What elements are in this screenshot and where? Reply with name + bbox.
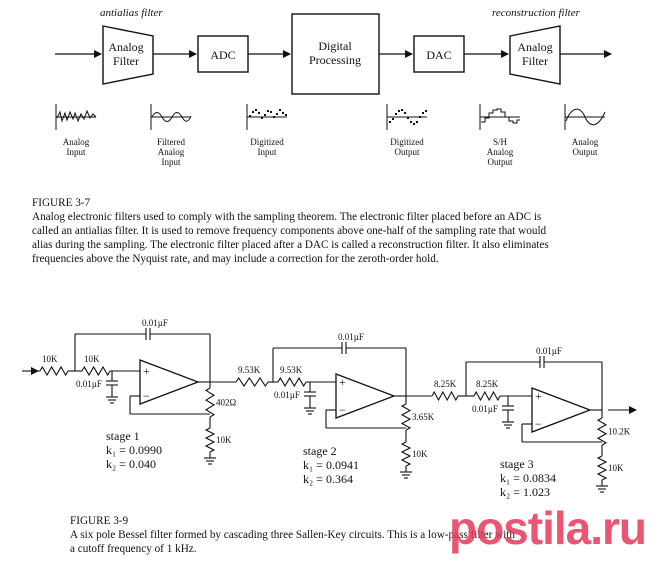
- r2-value: 10K: [84, 354, 100, 364]
- figure-3-7-line-3: alias during the sampling. The electroni…: [32, 239, 549, 251]
- figure-3-9-caption: FIGURE 3-9 A six pole Bessel filter form…: [70, 514, 515, 556]
- dac-text: DAC: [426, 48, 451, 62]
- figure-3-7-line-1: Analog electronic filters used to comply…: [32, 211, 542, 223]
- figure-3-9-line-2: a cutoff frequency of 1 kHz.: [70, 543, 197, 555]
- figure-3-9-line-1: A six pole Bessel filter formed by casca…: [70, 529, 516, 541]
- signal-label-analog-out-2: Output: [572, 147, 598, 157]
- antialias-filter-block: [102, 25, 154, 85]
- resistor-divider-bottom: [400, 441, 412, 467]
- resistor-divider-top: [596, 417, 608, 446]
- stage-k2: k₂ = 0.040: [106, 457, 156, 471]
- stage-title: stage 3: [500, 457, 534, 471]
- analog-output-waveform: [564, 104, 606, 130]
- divider-bottom-value: 10K: [608, 463, 624, 473]
- signal-label-digitized-out-1: Digitized: [390, 137, 424, 147]
- figure-3-7-number: FIGURE 3-7: [32, 197, 91, 209]
- resistor-divider-top: [204, 387, 216, 418]
- divider-top-value: 10.2K: [608, 427, 631, 437]
- stage-k1: k₁ = 0.0941: [303, 458, 359, 472]
- r2-value: 9.53K: [280, 365, 303, 375]
- resistor-divider-top: [400, 403, 412, 431]
- sh-output-waveform: [479, 104, 520, 130]
- stage-k1: k₁ = 0.0990: [106, 443, 162, 457]
- op-amp-plus: +: [143, 364, 150, 378]
- ground-cap-value: 0.01µF: [274, 390, 300, 400]
- waveform-thumbnails: [55, 104, 606, 130]
- op-amp-plus: +: [535, 389, 542, 403]
- processing-text-2: Processing: [309, 53, 361, 67]
- signal-label-digitized-in-1: Digitized: [250, 137, 284, 147]
- resistor-r2: [473, 390, 501, 402]
- ground-cap-value: 0.01µF: [76, 379, 102, 389]
- op-amp-minus: −: [535, 417, 542, 431]
- watermark-logo: postila.ru: [448, 502, 647, 554]
- signal-label-digitized-in-2: Input: [258, 147, 277, 157]
- figure-3-7-line-2: called an antialias filter. It is used t…: [32, 225, 547, 237]
- digitized-output-waveform: [386, 104, 427, 130]
- stage-k1: k₁ = 0.0834: [500, 471, 556, 485]
- signal-label-analog-out-1: Analog: [572, 137, 599, 147]
- r2-value: 8.25K: [476, 379, 499, 389]
- op-amp-minus: −: [143, 389, 150, 403]
- reconstruction-filter-text-2: Filter: [522, 54, 548, 68]
- antialias-filter-label: antialias filter: [100, 7, 163, 19]
- feedback-cap-value: 0.01µF: [338, 332, 364, 342]
- resistor-divider-bottom: [204, 427, 216, 453]
- divider-bottom-value: 10K: [412, 449, 428, 459]
- divider-bottom-value: 10K: [216, 435, 232, 445]
- divider-top-value: 3.65K: [412, 412, 435, 422]
- signal-label-sh-1: S/H: [493, 137, 508, 147]
- reconstruction-filter-block: [509, 25, 561, 85]
- feedback-cap-value: 0.01µF: [142, 318, 168, 328]
- resistor-r1: [235, 377, 269, 387]
- stage-k2: k₂ = 1.023: [500, 485, 550, 499]
- op-amp: [531, 387, 592, 433]
- antialias-filter-text-1: Analog: [108, 40, 143, 54]
- op-amp: [335, 373, 396, 419]
- signal-label-filtered-1: Filtered: [157, 137, 185, 147]
- sallen-key-stage-1: + − 10K 10K 0.01µF 0.01µF 402Ω 10K stage 1k₁ = 0…: [38, 318, 237, 471]
- signal-label-filtered-2: Analog: [158, 147, 185, 157]
- digitized-input-waveform: [246, 104, 287, 130]
- resistor-r2: [277, 376, 307, 388]
- stage-title: stage 2: [303, 444, 337, 458]
- resistor-r1: [431, 390, 459, 402]
- signal-label-filtered-3: Input: [162, 157, 181, 167]
- figure-3-9-number: FIGURE 3-9: [70, 515, 129, 527]
- resistor-divider-bottom: [596, 455, 608, 481]
- signal-label-digitized-out-2: Output: [394, 147, 420, 157]
- antialias-filter-text-2: Filter: [113, 54, 139, 68]
- op-amp-plus: +: [339, 375, 346, 389]
- resistor-r1: [39, 365, 69, 377]
- adc-text: ADC: [210, 48, 235, 62]
- signal-label-sh-2: Analog: [487, 147, 514, 157]
- figure-3-7-line-4: frequencies above the Nyquist rate, and …: [32, 253, 439, 265]
- r1-value: 10K: [42, 354, 58, 364]
- analog-input-waveform: [55, 104, 97, 130]
- signal-label-analog-input-2: Input: [67, 147, 86, 157]
- stage-title: stage 1: [106, 429, 140, 443]
- stage-k2: k₂ = 0.364: [303, 472, 353, 486]
- reconstruction-filter-text-1: Analog: [517, 40, 552, 54]
- r1-value: 8.25K: [434, 379, 457, 389]
- figure-3-7: antialias filter reconstruction filter A…: [55, 7, 612, 167]
- op-amp-minus: −: [339, 403, 346, 417]
- processing-text-1: Digital: [318, 39, 352, 53]
- filtered-input-waveform: [150, 104, 192, 130]
- signal-label-sh-3: Output: [487, 157, 513, 167]
- op-amp: [139, 359, 200, 405]
- figure-3-7-caption: FIGURE 3-7 Analog electronic filters use…: [32, 196, 549, 266]
- r1-value: 9.53K: [238, 365, 261, 375]
- signal-label-analog-input-1: Analog: [63, 137, 90, 147]
- feedback-cap-value: 0.01µF: [536, 346, 562, 356]
- reconstruction-filter-label: reconstruction filter: [492, 7, 581, 19]
- divider-top-value: 402Ω: [216, 398, 237, 408]
- resistor-r2: [81, 365, 111, 377]
- ground-cap-value: 0.01µF: [472, 404, 498, 414]
